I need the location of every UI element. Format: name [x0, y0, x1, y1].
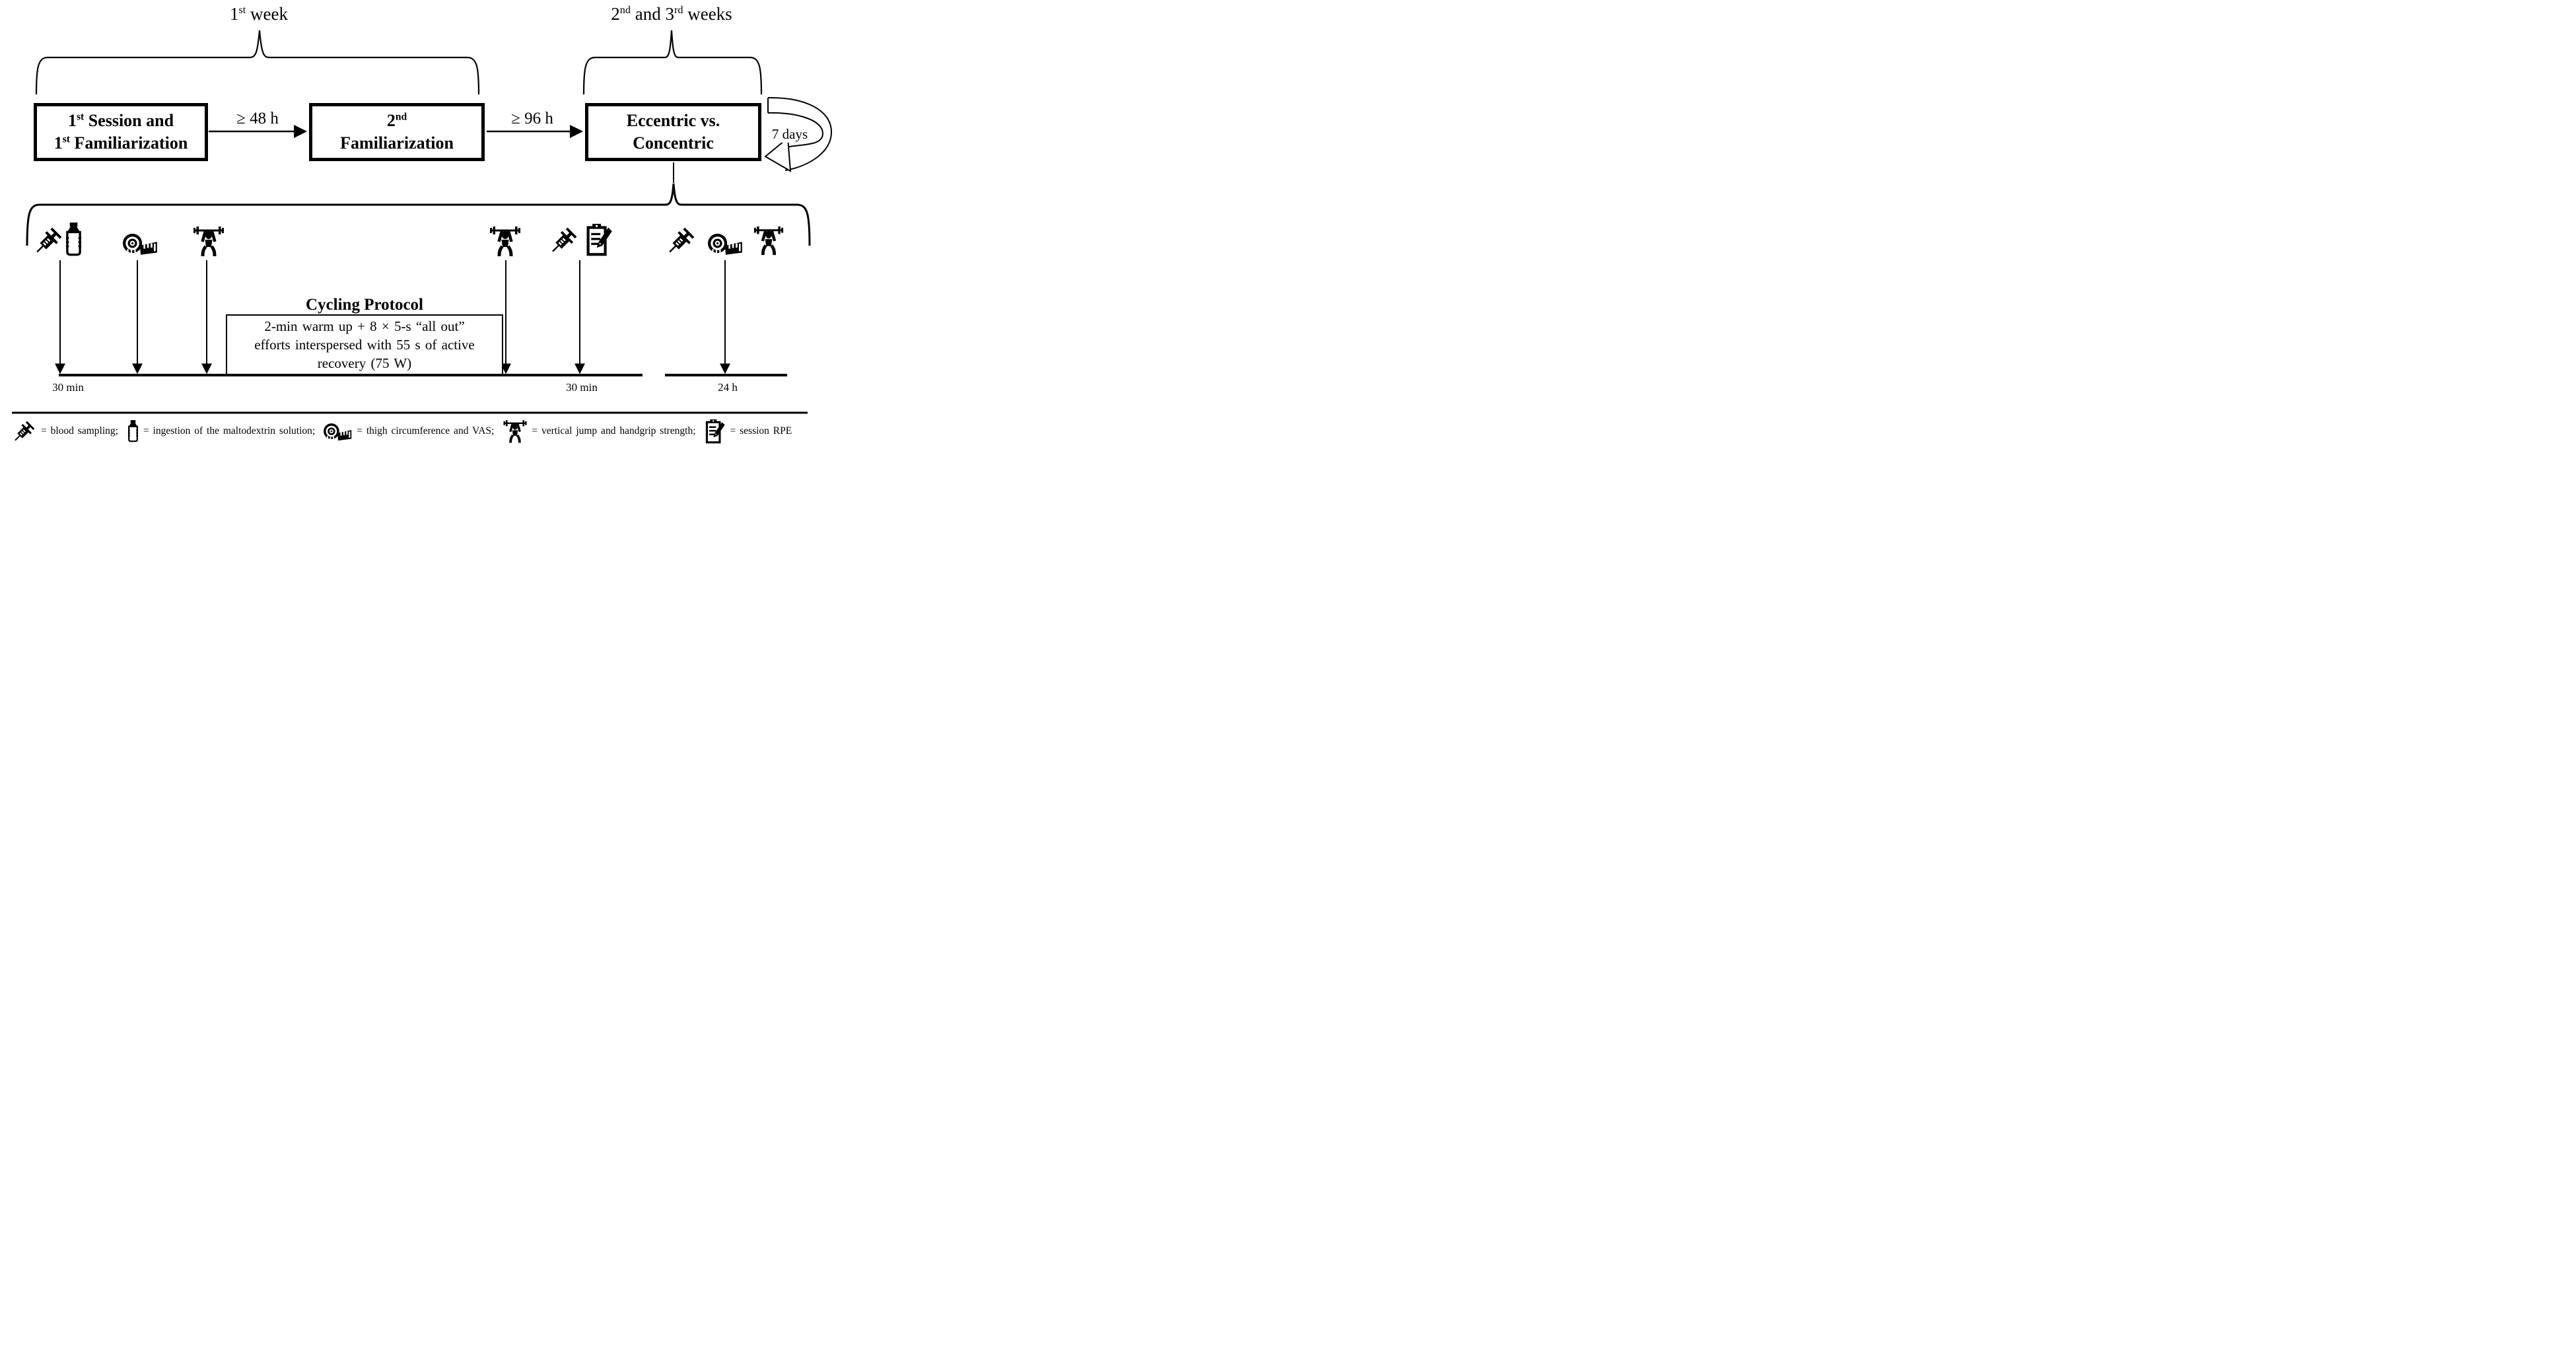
clipboard-icon — [705, 419, 726, 444]
lifter-icon — [489, 225, 522, 258]
session-box-2: 2nd Familiarization — [309, 103, 485, 161]
legend-item-maltodextrin: = ingestion of the maltodextrin solution… — [127, 417, 315, 445]
cycling-protocol-box: 2-min warm up + 8 × 5-s “all out” effort… — [226, 314, 503, 375]
cycling-protocol-title: Cycling Protocol — [306, 296, 423, 314]
legend-text: = thigh circumference and VAS; — [357, 425, 495, 437]
session-box-3-line2: Concentric — [633, 133, 714, 153]
syringe-icon — [33, 225, 65, 256]
week2-3-brace — [582, 30, 763, 95]
week1-label: 1st week — [229, 4, 289, 24]
bottle-icon — [127, 417, 139, 445]
session-box-2-line1: 2nd — [386, 110, 407, 130]
session-box-1: 1st Session and 1st Familiarization — [34, 103, 208, 161]
interval-48h-label: ≥ 48 h — [236, 110, 279, 127]
legend-text: = session RPE — [730, 425, 792, 437]
legend-item-blood: = blood sampling; — [12, 419, 118, 444]
week2-3-label: 2nd and 3rd weeks — [611, 4, 732, 24]
interval-96h-label: ≥ 96 h — [511, 110, 553, 127]
syringe-icon — [12, 419, 37, 444]
protocol-figure: 1st week 2nd and 3rd weeks 1st Session a… — [0, 0, 845, 448]
session-box-3: Eccentric vs. Concentric — [585, 103, 761, 161]
lifter-icon — [753, 225, 784, 256]
timeline-label-24h: 24 h — [718, 381, 738, 394]
tape-icon — [123, 231, 158, 256]
session-box-1-line1: 1st Session and — [67, 110, 174, 130]
cycling-protocol-line2: efforts interspersed with 55 s of active — [254, 336, 475, 353]
cycling-protocol-line1: 2-min warm up + 8 × 5-s “all out” — [264, 318, 465, 334]
legend-text: = ingestion of the maltodextrin solution… — [143, 425, 316, 437]
legend-text: = vertical jump and handgrip strength; — [532, 425, 696, 437]
tape-icon — [324, 421, 353, 442]
legend-text: = blood sampling; — [41, 425, 118, 437]
legend-item-thigh: = thigh circumference and VAS; — [324, 421, 494, 442]
legend-item-jump: = vertical jump and handgrip strength; — [503, 419, 696, 444]
legend: = blood sampling; = ingestion of the mal… — [12, 416, 837, 446]
lifter-icon — [503, 419, 528, 444]
syringe-icon — [666, 225, 697, 256]
cycling-protocol-line3: recovery (75 W) — [317, 355, 412, 372]
session-box-1-line2: 1st Familiarization — [53, 133, 188, 153]
tape-icon — [708, 231, 744, 256]
bottle-icon — [64, 222, 83, 257]
timeline-label-30min-post: 30 min — [566, 381, 598, 394]
timeline-label-30min-pre: 30 min — [52, 381, 84, 394]
session-box-3-line1: Eccentric vs. — [626, 110, 720, 130]
session-box-2-line2: Familiarization — [340, 133, 454, 153]
week1-brace — [35, 30, 480, 95]
repeat-loop-arrowhead — [764, 137, 792, 172]
lifter-icon — [192, 225, 225, 258]
legend-item-rpe: = session RPE — [705, 419, 792, 444]
clipboard-icon — [585, 223, 614, 257]
syringe-icon — [549, 225, 580, 256]
repeat-7days-label: 7 days — [770, 126, 810, 143]
